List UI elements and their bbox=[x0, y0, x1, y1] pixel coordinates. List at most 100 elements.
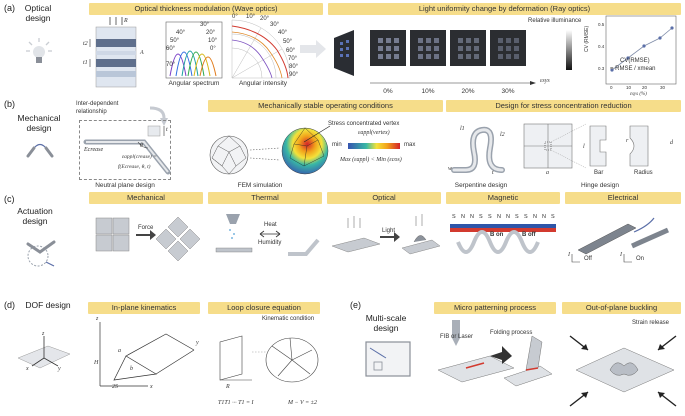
label-l: l bbox=[583, 144, 585, 150]
intensity-angle-label: 80° bbox=[289, 64, 299, 70]
off-label: Off bbox=[584, 256, 592, 262]
label-z: z bbox=[96, 316, 99, 322]
eps-sys-label: εsys bbox=[540, 78, 550, 84]
inset-ytick: 0.3 bbox=[598, 66, 605, 71]
illuminance-cell bbox=[418, 46, 423, 51]
inset-xtick: 20 bbox=[642, 85, 648, 90]
illuminance-cell bbox=[386, 54, 391, 59]
strain-label: 10% bbox=[421, 88, 435, 95]
illuminance-cell bbox=[386, 38, 391, 43]
label-b-kin: b bbox=[130, 366, 133, 372]
loop-eq-1: T1T1 ··· T1 = I bbox=[218, 400, 254, 406]
eps-vertex-label: εappl(vertex) bbox=[358, 130, 390, 136]
illuminance-cell bbox=[386, 46, 391, 51]
magnetic-actuation bbox=[450, 224, 556, 254]
illuminance-cell bbox=[498, 38, 503, 43]
banner-thermal: Thermal bbox=[208, 192, 322, 204]
inset-ylabel: CV (RMSE) bbox=[584, 25, 590, 52]
illuminance-cell bbox=[394, 38, 399, 43]
neutral-plane-caption: Neutral plane design bbox=[95, 182, 155, 189]
intensity-angle-label: 90° bbox=[289, 72, 299, 78]
banner-micro-patterning: Micro patterning process bbox=[434, 302, 556, 314]
illuminance-cell bbox=[506, 38, 511, 43]
micro-patterning-illustration bbox=[437, 320, 553, 387]
spectrum-angle-label: 0° bbox=[210, 46, 216, 52]
magnet-pole: S bbox=[551, 214, 555, 220]
thermal-actuation bbox=[215, 214, 320, 256]
intensity-angle-label: 70° bbox=[288, 56, 298, 62]
angular-intensity-plot bbox=[231, 19, 291, 79]
row-title-mechanical: Mechanical design bbox=[17, 113, 61, 133]
heat-label: Heat bbox=[264, 222, 277, 228]
illuminance-cell bbox=[418, 38, 423, 43]
stress-vertex-label: Stress concentrated vertex bbox=[328, 121, 400, 127]
label-A: A bbox=[140, 50, 144, 56]
magnet-pole: S bbox=[515, 214, 519, 220]
intensity-angle-label: 30° bbox=[270, 22, 280, 28]
label-w: w bbox=[448, 166, 453, 172]
magnet-pole: N bbox=[542, 214, 546, 220]
neutral-plane-box bbox=[79, 120, 171, 180]
kinematic-condition-label: Kinematic condition bbox=[262, 316, 315, 322]
current-label-on: I bbox=[620, 252, 622, 258]
illuminance-cell bbox=[474, 38, 479, 43]
banner-buckling: Out-of-plane buckling bbox=[562, 302, 681, 314]
illuminance-cell bbox=[514, 54, 519, 59]
strain-label: 20% bbox=[461, 88, 475, 95]
in-plane-kinematics bbox=[99, 322, 195, 387]
fem-colorbar bbox=[348, 143, 400, 149]
banner-magnetic: Magnetic bbox=[446, 192, 560, 204]
illuminance-cell bbox=[394, 54, 399, 59]
illuminance-tile bbox=[410, 30, 446, 66]
axis-x: x bbox=[26, 366, 29, 372]
illuminance-cell bbox=[458, 46, 463, 51]
banner-optical: Optical bbox=[327, 192, 441, 204]
label-a-kin: a bbox=[118, 348, 121, 354]
illuminance-cell bbox=[378, 46, 383, 51]
row-title-multiscale: Multi-scale design bbox=[365, 313, 407, 333]
spectrum-angle-label: 30° bbox=[200, 22, 210, 28]
illuminance-cell bbox=[474, 54, 479, 59]
banner-in-plane: In-plane kinematics bbox=[88, 302, 200, 314]
cv-rmse-inset-plot bbox=[605, 15, 677, 85]
angular-spectrum-caption: Angular spectrum bbox=[168, 80, 220, 87]
illuminance-cell bbox=[394, 46, 399, 51]
label-l2: l2 bbox=[500, 132, 505, 138]
banner-electrical: Electrical bbox=[565, 192, 681, 204]
max-min-condition: Max (εappl) < Min (εcos) bbox=[340, 157, 402, 163]
label-l1: l1 bbox=[460, 126, 465, 132]
illuminance-cell bbox=[466, 38, 471, 43]
inset-ytick: 0.4 bbox=[598, 44, 605, 49]
banner-light-uniformity: Light uniformity change by deformation (… bbox=[328, 3, 681, 15]
axis-z: z bbox=[42, 331, 45, 337]
inset-legend: = RMSE / xmean bbox=[610, 66, 656, 72]
buckling-illustration bbox=[569, 335, 677, 407]
relative-illuminance-label: Relative illuminance bbox=[528, 18, 582, 24]
intensity-angle-label: 20° bbox=[260, 16, 270, 22]
panel-label-c: (c) bbox=[4, 194, 15, 204]
fem-caption: FEM simulation bbox=[237, 182, 283, 189]
banner-optical-thickness: Optical thickness modulation (Wave optic… bbox=[89, 3, 323, 15]
magnet-pole: N bbox=[533, 214, 537, 220]
illuminance-cell bbox=[466, 46, 471, 51]
hinge-caption: Hinge design bbox=[581, 182, 619, 189]
illuminance-cell bbox=[498, 54, 503, 59]
neutral-plane-illustration bbox=[83, 125, 171, 175]
mechanical-actuation bbox=[95, 216, 201, 262]
spectrum-angle-label: 60° bbox=[166, 46, 176, 52]
strain-release-label: Strain release bbox=[632, 320, 670, 326]
row-title-actuation: Actuation design bbox=[17, 206, 53, 226]
fib-laser-label: FIB or Laser bbox=[440, 334, 474, 340]
strain-label: 30% bbox=[501, 88, 515, 95]
panel-label-d: (d) bbox=[4, 300, 15, 310]
formula-eps-crease: εappl(crease) = bbox=[122, 154, 157, 160]
label-ecrease: Ecrease bbox=[84, 147, 104, 153]
magnet-pole: S bbox=[452, 214, 456, 220]
illuminance-cell bbox=[458, 38, 463, 43]
magnet-pole: N bbox=[506, 214, 510, 220]
illuminance-cell bbox=[434, 54, 439, 59]
illuminance-cell bbox=[466, 54, 471, 59]
intensity-angle-label: 10° bbox=[246, 14, 256, 20]
illuminance-cell bbox=[434, 38, 439, 43]
angular-spectrum-plot bbox=[165, 21, 223, 79]
